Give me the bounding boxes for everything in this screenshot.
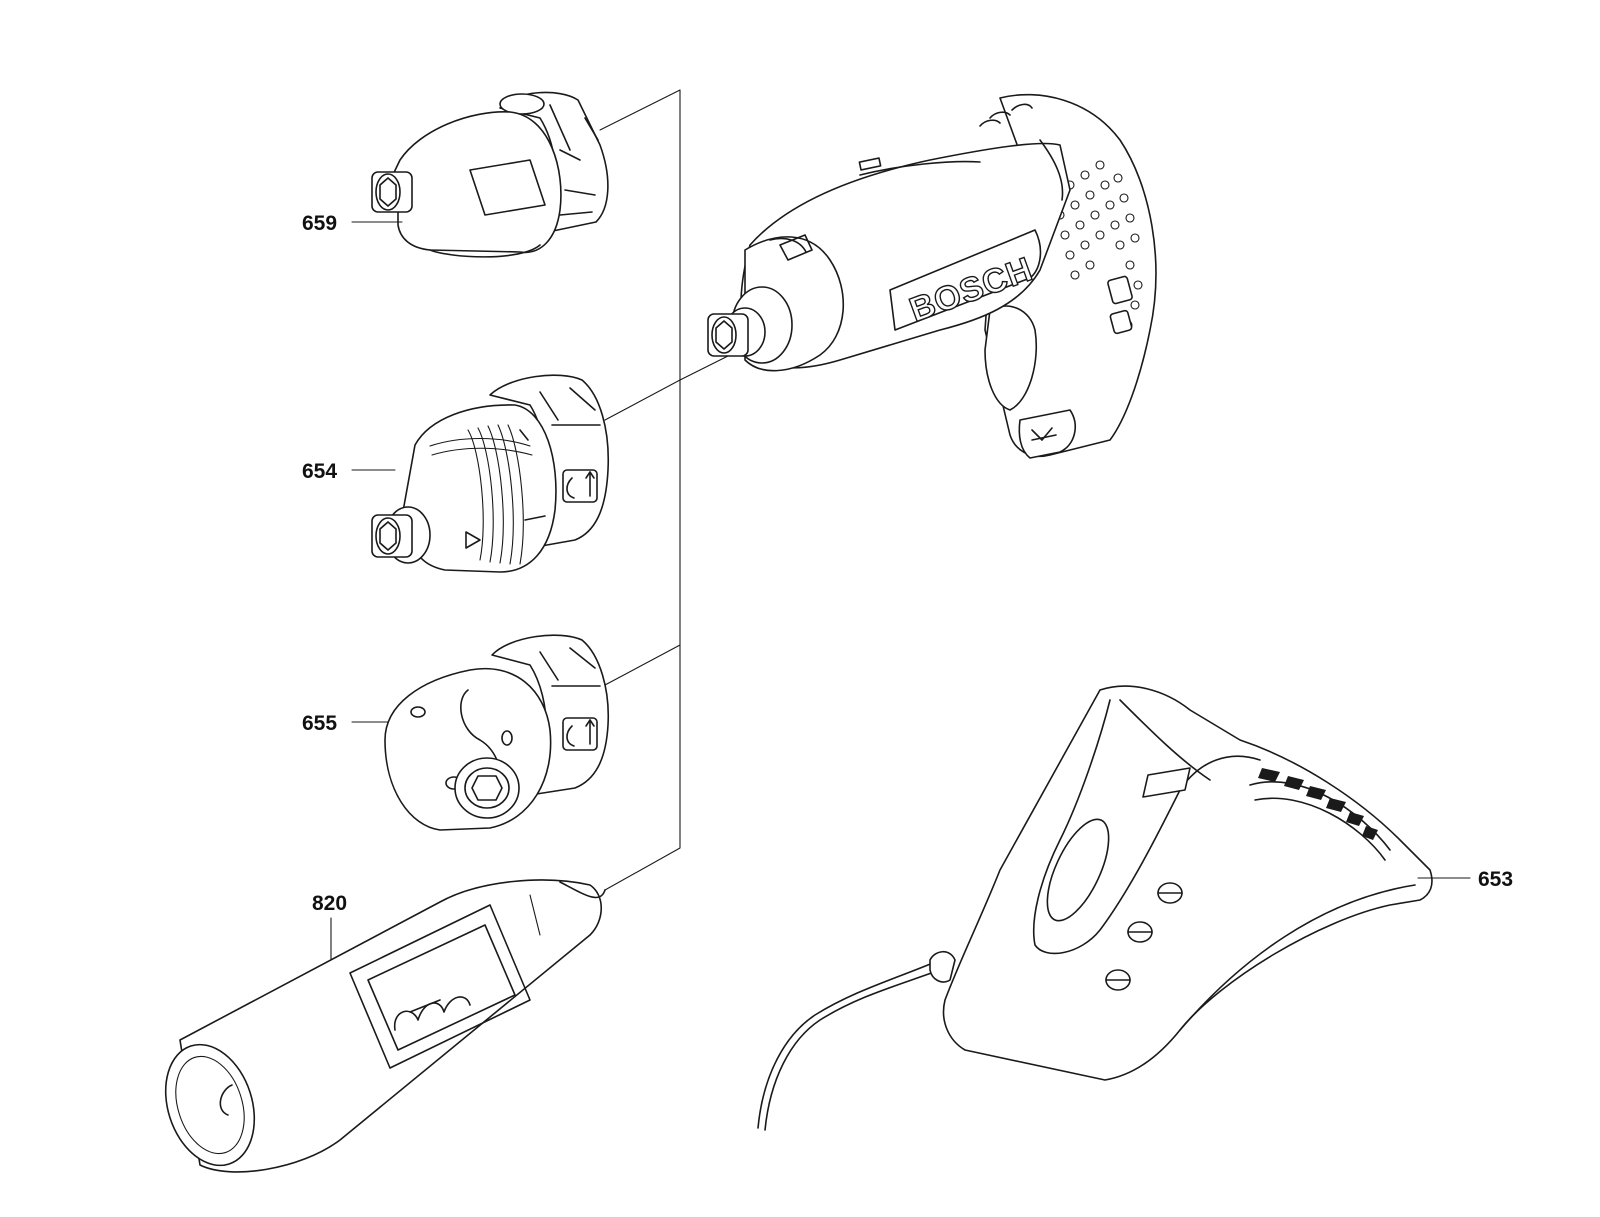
screwdriver-drawing: BOSCH <box>707 93 1157 459</box>
label-655: 655 <box>302 712 337 735</box>
part-655-drawing <box>384 634 610 831</box>
callout-820: 820 <box>312 892 347 961</box>
label-653: 653 <box>1478 868 1513 891</box>
part-820-drawing <box>164 879 606 1173</box>
callout-654: 654 <box>302 460 396 483</box>
callout-659: 659 <box>302 212 403 235</box>
brand-plate <box>889 229 1042 331</box>
callout-653: 653 <box>1417 868 1513 891</box>
power-cord <box>764 967 946 1131</box>
label-659: 659 <box>302 212 337 235</box>
label-654: 654 <box>302 460 337 483</box>
charger-vents <box>1258 768 1378 840</box>
charger-indicators <box>1105 882 1183 991</box>
part-653-drawing <box>757 685 1433 1131</box>
label-820: 820 <box>312 892 347 915</box>
leader-bracket <box>599 89 751 891</box>
callout-655: 655 <box>302 712 389 735</box>
part-654-drawing <box>371 374 610 573</box>
part-659-drawing <box>371 91 609 258</box>
